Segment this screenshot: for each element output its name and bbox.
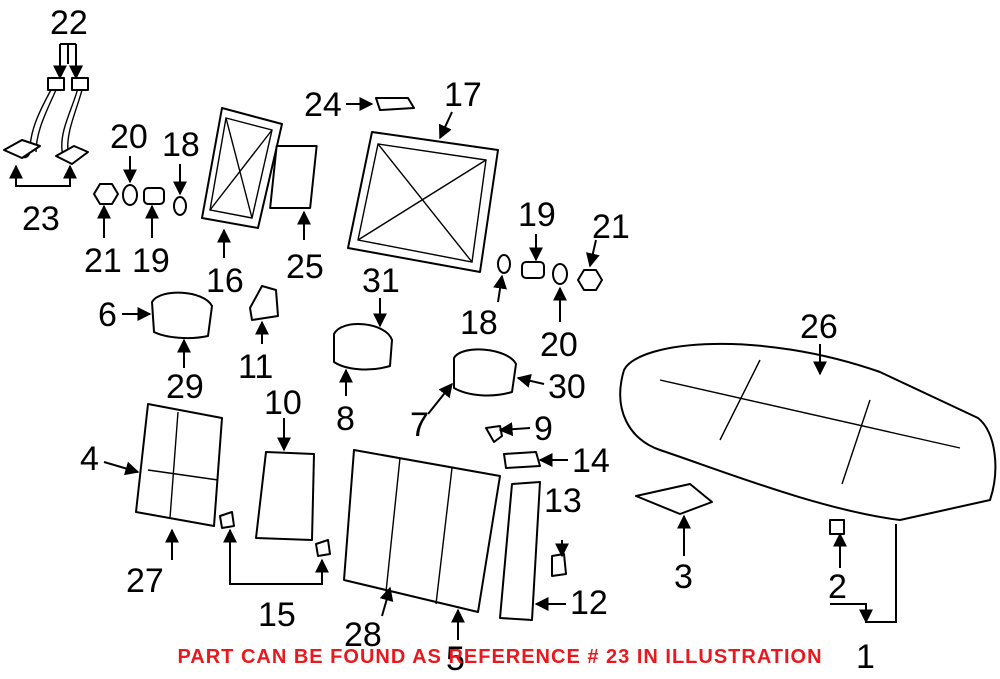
backrest-pad [269,145,318,209]
callout-2: 2 [828,568,847,606]
callout-18b: 18 [460,304,498,342]
cushion-clip [829,519,845,535]
callout-29: 29 [166,368,204,406]
callout-22: 22 [50,4,88,42]
callout-12: 12 [570,584,608,622]
callout-18a: 18 [162,126,200,164]
callout-21a: 21 [84,242,122,280]
callout-20a: 20 [110,118,148,156]
clip [485,425,503,443]
callout-6: 6 [98,296,117,334]
callout-13: 13 [544,482,582,520]
callout-25: 25 [286,248,324,286]
callout-8: 8 [336,400,355,438]
callout-20b: 20 [540,326,578,364]
trim-clip-right [315,539,331,557]
callout-7: 7 [410,406,429,444]
latch-cover [503,451,541,469]
cushion-pad [635,483,713,515]
left-backrest-cover [135,403,223,527]
hinge-bracket [249,285,279,321]
side-bolster [499,481,541,621]
callout-17: 17 [444,76,482,114]
callout-10: 10 [264,384,302,422]
footer-note: PART CAN BE FOUND AS REFERENCE # 23 IN I… [177,646,823,668]
callout-30: 30 [548,368,586,406]
callout-21b: 21 [592,208,630,246]
callout-4: 4 [80,440,99,478]
left-backrest-frame [201,107,283,229]
callout-1: 1 [856,638,875,676]
left-headrest [151,291,213,340]
callout-28: 28 [344,616,382,654]
latch-bracket [375,97,415,111]
callout-23: 23 [22,200,60,238]
center-backrest-cover [343,449,501,613]
callout-24: 24 [304,86,342,124]
callout-16: 16 [206,262,244,300]
callout-31: 31 [362,262,400,300]
armrest [255,451,315,541]
seat-cushion [619,342,997,521]
callout-19a: 19 [132,242,170,280]
leader-lines [9,43,897,640]
callout-3: 3 [674,558,693,596]
right-headrest [453,348,517,397]
callout-15: 15 [258,596,296,634]
bolster-clip [551,553,567,577]
callout-11: 11 [238,348,273,386]
callout-14: 14 [572,442,610,480]
callout-27: 27 [126,562,164,600]
pivot-hardware-left [93,183,187,216]
center-headrest [333,323,393,371]
seat-belt-cable-assembly [3,77,89,165]
trim-clip-left [219,511,235,529]
callout-26: 26 [800,308,838,346]
callout-9: 9 [534,410,553,448]
callout-labels: 22 23 20 18 21 19 16 25 24 17 19 21 31 1… [22,4,875,678]
callout-5: 5 [446,640,465,678]
callout-19b: 19 [518,196,556,234]
right-backrest-frame [347,131,499,273]
pivot-hardware-right [497,254,603,291]
